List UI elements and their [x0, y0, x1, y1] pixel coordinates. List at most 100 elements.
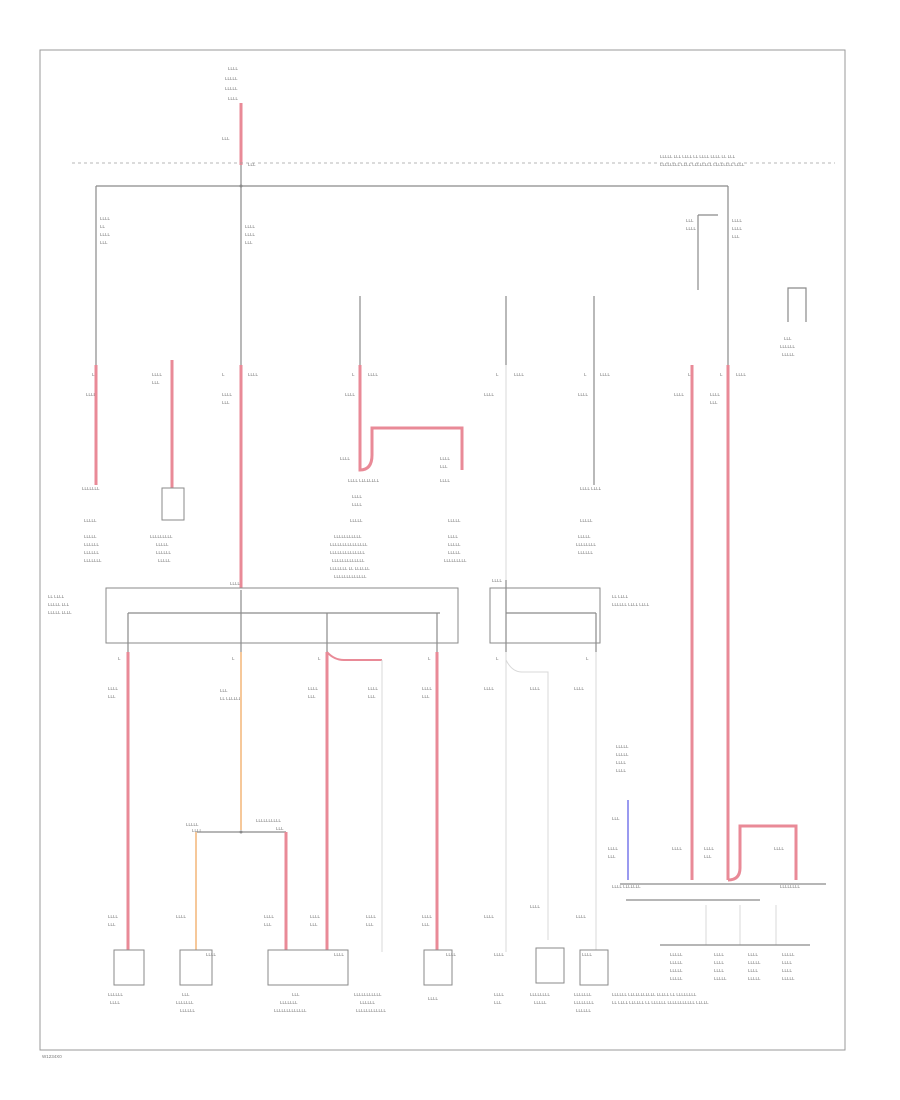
svg-text:LLLLLL: LLLLLL: [108, 992, 124, 997]
svg-text:L: L: [496, 372, 499, 377]
diagram-code: W1234X0: [42, 1054, 62, 1059]
svg-text:LLLL LLLLLLLL: LLLL LLLLLLLL: [348, 478, 380, 483]
svg-text:LLLLLLLLL: LLLLLLLLL: [150, 534, 173, 539]
svg-text:LLLL: LLLL: [714, 968, 725, 973]
svg-text:LLL: LLL: [108, 922, 116, 927]
svg-text:LLL: LLL: [108, 694, 116, 699]
svg-text:LLLL: LLLL: [748, 952, 759, 957]
svg-text:LLLL: LLLL: [86, 392, 97, 397]
svg-text:LLLLL: LLLLL: [448, 518, 461, 523]
svg-text:LLLL: LLLL: [352, 502, 363, 507]
svg-text:LLLLL: LLLLL: [156, 542, 169, 547]
svg-text:LLLLL LLL LLLL LL LLLL LLLL LL: LLLLL LLL LLLL LL LLLL LLLL LL LLL: [660, 154, 736, 159]
svg-text:LLLL: LLLL: [576, 914, 587, 919]
svg-text:LLLL: LLLL: [100, 216, 111, 221]
component-upper-4: LLLLLLLLL LLLLLLLLLL LLLLLLLLL: [444, 518, 467, 563]
svg-text:L: L: [496, 656, 499, 661]
svg-text:LLLLLLLLLLLLL: LLLLLLLLLLLLL: [274, 1008, 307, 1013]
svg-text:LLL: LLL: [612, 816, 620, 821]
svg-text:LLLLL: LLLLL: [616, 744, 629, 749]
svg-text:LLLL: LLLL: [368, 686, 379, 691]
junction-module-left: LL LLLLLLLLL LLL LLLLL LLLL LLLL: [48, 581, 459, 652]
component-upper-1: LLLLLLL LLLLLLLLLL LLLLLLLLLLLL LLLLLLL: [82, 486, 102, 563]
svg-text:LLLL: LLLL: [366, 914, 377, 919]
svg-text:LLLL: LLLL: [308, 686, 319, 691]
svg-text:LLLL: LLLL: [110, 1000, 121, 1005]
svg-text:LLLLL: LLLLL: [534, 1000, 547, 1005]
svg-text:LLLLLLLLLLLLLLL: LLLLLLLLLLLLLLL: [330, 542, 368, 547]
svg-text:LLLLLL: LLLLLL: [180, 1008, 196, 1013]
svg-text:LLLL: LLLL: [616, 760, 627, 765]
svg-text:LLLL: LLLL: [710, 392, 721, 397]
svg-text:LLLL: LLLL: [192, 828, 203, 833]
svg-text:LLLL: LLLL: [222, 392, 233, 397]
svg-text:LLLL: LLLL: [446, 952, 457, 957]
svg-text:LLL: LLL: [308, 694, 316, 699]
component-lower-5: LLLLLLL LLLL LLLL: [422, 914, 457, 1001]
svg-text:LLLLLLLL: LLLLLLLL: [576, 542, 597, 547]
svg-text:LLLLL: LLLLL: [670, 960, 683, 965]
svg-text:LLL: LLL: [686, 218, 694, 223]
svg-text:LLLL: LLLL: [484, 914, 495, 919]
svg-text:LLLL: LLLL: [704, 846, 715, 851]
svg-text:LL LLLLLL: LL LLLLLL: [220, 696, 242, 701]
fuse-box-boundary: LLLLL LLL LLLL LL LLLL LLLL LL LLL LLLLL…: [72, 154, 835, 167]
svg-text:LLLL: LLLL: [672, 846, 683, 851]
svg-text:LLL: LLL: [732, 234, 740, 239]
svg-text:LLLLLLL: LLLLLLL: [176, 1000, 194, 1005]
svg-text:LLLL: LLLL: [245, 224, 256, 229]
svg-text:LLLL: LLLL: [782, 960, 793, 965]
component-lower-3: LLLLLLL LLLLLLL LLLL LLLLLLLLLL LLLLLLLL…: [264, 914, 349, 1013]
diagram-border: [39, 49, 846, 1051]
svg-text:LLLLL: LLLLL: [782, 976, 795, 981]
svg-text:LLLLL LLL: LLLLL LLL: [48, 602, 70, 607]
svg-text:LLLL: LLLL: [582, 952, 593, 957]
svg-text:LLLLL: LLLLL: [578, 534, 591, 539]
svg-text:LLLL: LLLL: [484, 686, 495, 691]
junction-module-right: LLLL LL LLLLLLLLLL LLLL LLLL: [489, 578, 650, 652]
svg-text:LLLLL: LLLLL: [714, 976, 727, 981]
svg-text:LLLLLLLLLLLLL: LLLLLLLLLLLLL: [334, 574, 367, 579]
svg-text:LLL: LLL: [422, 694, 430, 699]
svg-text:LLLLL: LLLLL: [158, 558, 171, 563]
svg-text:LLLLLLL: LLLLLLL: [574, 992, 592, 997]
svg-text:LLLLLL LLLLLLLLLLL LLLLL LL LL: LLLLLL LLLLLLLLLLL LLLLL LL LLLLLLLL: [612, 992, 697, 997]
svg-text:LLLLL: LLLLL: [616, 752, 629, 757]
svg-text:LLLL: LLLL: [600, 372, 611, 377]
svg-text:LLL: LLL: [440, 464, 448, 469]
svg-text:LLL: LLL: [366, 922, 374, 927]
svg-text:LL: LL: [100, 224, 106, 229]
svg-text:LLLL: LLLL: [228, 66, 239, 71]
svg-text:LLLL: LLLL: [248, 372, 259, 377]
svg-text:LLLLLLL LL LLLLLL: LLLLLLL LL LLLLLL: [330, 566, 370, 571]
svg-text:LLLL: LLLL: [616, 768, 627, 773]
svg-text:LLL: LLL: [784, 336, 792, 341]
svg-text:LLLLL: LLLLL: [186, 822, 199, 827]
svg-text:LLLLL LLLL: LLLLL LLLL: [48, 610, 72, 615]
svg-text:LLLL: LLLL: [108, 914, 119, 919]
svg-text:L: L: [428, 656, 431, 661]
svg-text:LLL: LLL: [245, 240, 253, 245]
svg-text:LLLL: LLLL: [334, 952, 345, 957]
fuse-3: LLLLLLL LLLLLLLL LLL: [686, 186, 743, 365]
svg-text:LLLL LLLL: LLLL LLLL: [580, 486, 602, 491]
svg-text:LLLL: LLLL: [100, 232, 111, 237]
svg-text:LL LLLL LLLLLL LL LLLLLL LLLLL: LL LLLL LLLLLL LL LLLLLL LLLLLLLLLLL LLL…: [612, 1000, 709, 1005]
svg-text:LLL: LLL: [608, 854, 616, 859]
svg-text:LLLL: LLLL: [152, 372, 163, 377]
power-source: LLLL LLLLL LLLLL LLLL LLL: [222, 66, 243, 165]
svg-text:LLL: LLL: [704, 854, 712, 859]
svg-text:LLL: LLL: [368, 694, 376, 699]
svg-text:LLLL: LLLL: [448, 534, 459, 539]
svg-text:LLLL: LLLL: [714, 952, 725, 957]
svg-text:LLL: LLL: [182, 992, 190, 997]
svg-text:LLL: LLL: [494, 1000, 502, 1005]
svg-text:LLLL: LLLL: [732, 226, 743, 231]
svg-text:LLLLLLLL: LLLLLLLL: [574, 1000, 595, 1005]
svg-text:LLLLLLLLLLL: LLLLLLLLLLL: [354, 992, 382, 997]
svg-text:LLLL: LLLL: [494, 992, 505, 997]
